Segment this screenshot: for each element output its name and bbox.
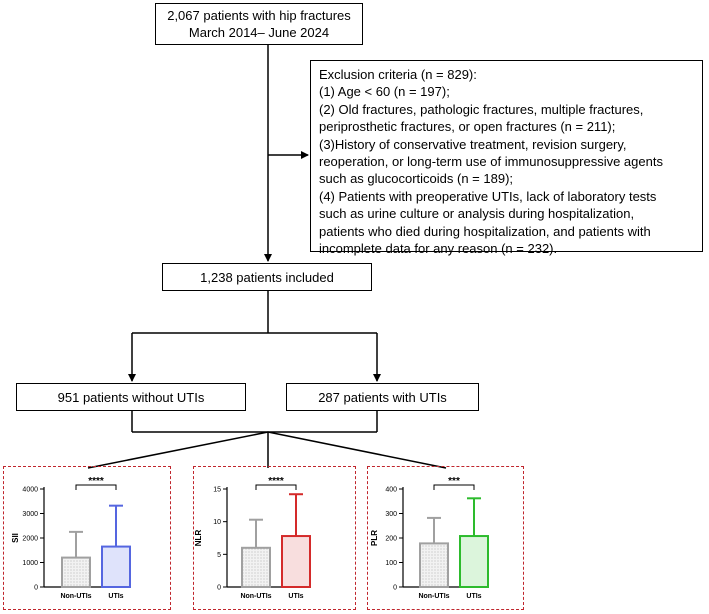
exclusion-line: such as urine culture or analysis during… (319, 206, 635, 222)
exclusion-criteria-box: Exclusion criteria (n = 829): (1) Age < … (310, 60, 703, 256)
y-axis-label: NLR (194, 530, 203, 547)
y-tick-label: 5 (217, 552, 221, 559)
y-tick-label: 0 (393, 585, 397, 592)
with-utis-text: 287 patients with UTIs (318, 389, 447, 405)
x-tick-label: UTIs (288, 593, 303, 600)
x-tick-label: UTIs (466, 593, 481, 600)
y-tick-label: 4000 (22, 487, 38, 494)
exclusion-line: such as glucocorticoids (n = 189); (319, 171, 514, 187)
bar-non-utis (241, 546, 271, 589)
exclusion-line: periprosthetic fractures, or open fractu… (319, 119, 616, 135)
x-tick-label: Non-UTIs (418, 593, 449, 600)
bar-non-utis (419, 542, 449, 588)
y-tick-label: 10 (213, 519, 221, 526)
without-utis-text: 951 patients without UTIs (57, 389, 205, 405)
y-tick-label: 1000 (22, 560, 38, 567)
included-patients-box: 1,238 patients included (162, 263, 372, 291)
exclusion-line: (2) Old fractures, pathologic fractures,… (319, 101, 644, 117)
exclusion-line: (3)History of conservative treatment, re… (319, 136, 627, 152)
y-tick-label: 15 (213, 487, 221, 494)
y-axis-label: SII (11, 533, 20, 543)
with-utis-box: 287 patients with UTIs (286, 383, 479, 411)
exclusion-line: incomplete data for any reason (n = 232)… (319, 241, 558, 257)
bar-utis (101, 545, 131, 588)
significance-label: **** (268, 476, 284, 487)
bar-non-utis (61, 556, 91, 588)
significance-label: *** (448, 476, 460, 487)
study-period-text: March 2014– June 2024 (188, 25, 330, 40)
significance-bracket (433, 484, 475, 490)
y-tick-label: 0 (34, 585, 38, 592)
y-tick-label: 400 (385, 487, 397, 494)
fan-line-right (267, 431, 447, 469)
x-tick-label: UTIs (108, 593, 123, 600)
y-axis-label: PLR (370, 530, 379, 546)
significance-bracket (75, 484, 117, 490)
y-tick-label: 0 (217, 585, 221, 592)
without-utis-box: 951 patients without UTIs (16, 383, 246, 411)
included-patients-text: 1,238 patients included (200, 269, 334, 285)
y-tick-label: 100 (385, 560, 397, 567)
y-tick-label: 2000 (22, 536, 38, 543)
exclusion-line: (4) Patients with preoperative UTIs, lac… (319, 188, 657, 204)
significance-label: **** (88, 476, 104, 487)
y-tick-label: 300 (385, 511, 397, 518)
significance-bracket (255, 484, 297, 490)
x-tick-label: Non-UTIs (60, 593, 91, 600)
total-patients-text: 2,067 patients with hip fractures (167, 8, 351, 23)
exclusion-line: (1) Age < 60 (n = 197); (319, 84, 450, 100)
y-tick-label: 200 (385, 536, 397, 543)
y-tick-label: 3000 (22, 511, 38, 518)
exclusion-line: reoperation, or long-term use of immunos… (319, 154, 663, 170)
bar-utis (459, 535, 489, 588)
exclusion-line: patients who died during hospitalization… (319, 223, 651, 239)
x-tick-label: Non-UTIs (240, 593, 271, 600)
exclusion-title: Exclusion criteria (n = 829): (319, 67, 477, 82)
total-patients-box: 2,067 patients with hip fractures March … (155, 3, 363, 45)
fan-line-left (87, 431, 269, 469)
bar-utis (281, 535, 311, 588)
